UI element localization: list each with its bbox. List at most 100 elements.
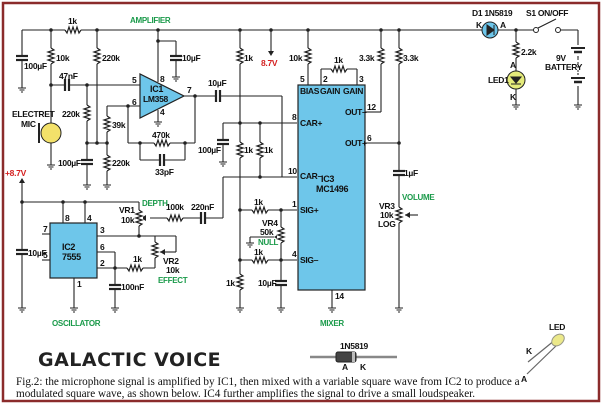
wiper-arrow-icon [405,212,410,218]
resistor-gap [512,42,520,58]
capacitor-gap [16,250,28,254]
ground-icon [246,242,254,248]
pin-label: 6 [100,242,105,252]
caption-line: modulated square wave, as shown below. I… [16,388,475,400]
resistor-gap [103,116,111,132]
capacitor [16,54,28,62]
junction-node [95,141,99,145]
junction-node [156,28,160,32]
pin-label: 4 [292,249,297,259]
resistor [251,205,269,215]
ground-icon [83,184,91,190]
ground-icon [512,104,520,110]
resistor-gap [83,105,91,121]
junction-node [379,28,383,32]
junction-node [258,121,262,125]
ground-icon [47,164,55,170]
capacitor [214,90,222,102]
resistor-zigzag [150,241,160,259]
pin-name: BIAS [300,86,320,96]
capacitor-gap [109,285,121,289]
label-vr1: VR1 [119,205,135,215]
label-c-10uf: 10µF [28,248,46,258]
capacitor [81,158,93,166]
junction-node [193,94,197,98]
resistor [92,47,102,65]
resistor-gap [127,264,143,272]
resistor-zigzag [235,141,245,159]
label-k: K [360,362,367,372]
label-r-3.3k: 3.3k [403,53,419,63]
label-r-3.3k: 3.3k [359,53,375,63]
label-d1: D1 1N5819 [472,8,513,18]
diode-arrow-icon [486,24,495,36]
labels: AMPLIFIER OSCILLATOR MIXER 1k 100µF 10k … [5,8,583,328]
resistor-zigzag [102,154,112,172]
label-mic: MIC [21,119,36,129]
ground-icon [395,307,403,313]
components [16,25,585,313]
pin-label: 1 [77,279,82,289]
label-r-1k: 1k [226,278,235,288]
pin-label: 4 [87,213,92,223]
ground-icon [154,121,162,127]
junction-node [20,200,24,204]
label-vr4: VR4 [262,218,278,228]
pin-label: 7 [43,224,48,234]
resistor-gap [331,65,347,73]
resistor-gap [151,242,159,258]
label-k: K [526,346,533,356]
resistor-zigzag [394,47,404,65]
battery-gap [574,58,582,73]
resistor [166,213,184,223]
label-c-100nf: 100nF [121,282,144,292]
pin-label: 5 [300,74,305,84]
resistor-gap [236,142,244,158]
label-vr2-value: 10k [166,265,180,275]
label-k: K [510,92,517,102]
label-battery: BATTERY [545,62,583,72]
junction-node [258,175,262,179]
caption-line: Fig.2: the microphone signal is amplifie… [16,376,520,388]
resistor-zigzag [251,255,269,265]
ground-icon [103,184,111,190]
resistor-gap [252,206,268,214]
label-vr3-value: 10k [380,210,394,220]
pin-name: SIG+ [300,205,319,215]
ground-icon [574,104,582,110]
resistor-zigzag [134,209,144,227]
resistor [276,226,286,244]
ic3-mixer [297,84,366,291]
arrow-icon [19,178,25,183]
capacitor [16,248,28,256]
label-r-100k: 100k [166,202,184,212]
capacitor [63,79,71,91]
junction-node [514,28,518,32]
resistor [102,154,112,172]
junction-node [83,200,87,204]
resistor-zigzag [102,115,112,133]
pin-label: 5 [43,250,48,260]
pin-label: 8 [292,112,297,122]
pin-label: 6 [367,133,372,143]
resistor [82,104,92,122]
resistor-gap [395,48,403,64]
resistor-gap [167,214,183,222]
label-r-1k: 1k [254,197,263,207]
pin-name: OUT+ [345,138,367,148]
resistor-zigzag [166,213,184,223]
resistor [330,64,348,74]
ground-icon [18,87,26,93]
wiper-arrow-icon [141,215,146,221]
label-r-10k: 10k [56,53,70,63]
resistor-zigzag [376,47,386,65]
switch-terminal [555,27,561,33]
pin-name: GAIN [343,86,363,96]
pin-name: CAR+ [300,118,323,128]
label-c-1uf: 1µF [404,168,418,178]
capacitor-gap [217,140,229,144]
resistor-gap [47,48,55,64]
label-r-1k: 1k [133,254,142,264]
pin-label: 4 [160,107,165,117]
